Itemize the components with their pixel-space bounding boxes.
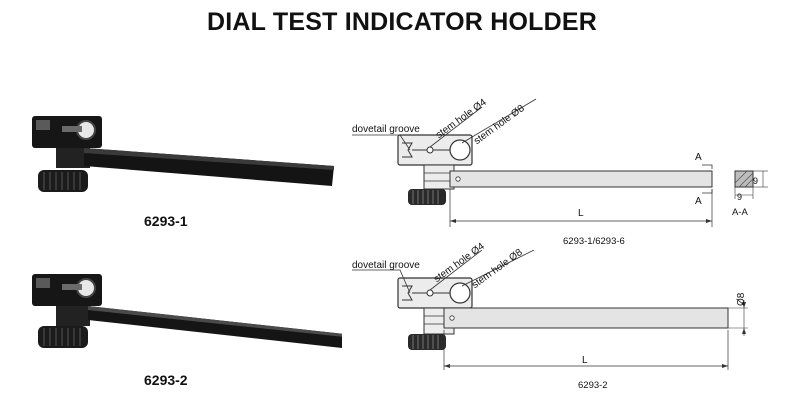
product-photo-6293-2 (32, 274, 342, 348)
product-photo-6293-1 (32, 116, 334, 192)
dovetail-groove-label-1: dovetail groove (352, 124, 420, 135)
page-title: DIAL TEST INDICATOR HOLDER (207, 8, 597, 36)
diagram-6293-2 (352, 250, 748, 370)
model-label-6293-2: 6293-2 (144, 372, 188, 388)
diagram-6293-1 (352, 98, 768, 227)
section-width-dim: 9 (737, 192, 743, 202)
section-label-aa: A-A (732, 207, 748, 218)
model-label-6293-1: 6293-1 (144, 213, 188, 229)
length-label-2: L (582, 355, 588, 366)
section-mark-a-top: A (695, 152, 702, 163)
section-mark-a-bottom: A (695, 196, 702, 207)
diagram-caption-2: 6293-2 (578, 380, 608, 391)
dovetail-groove-label-2: dovetail groove (352, 260, 420, 271)
section-height-dim: 9 (753, 176, 759, 186)
length-label-1: L (578, 208, 584, 219)
diameter-label-2: Ø8 (736, 292, 747, 306)
diagram-caption-1: 6293-1/6293-6 (563, 236, 625, 247)
